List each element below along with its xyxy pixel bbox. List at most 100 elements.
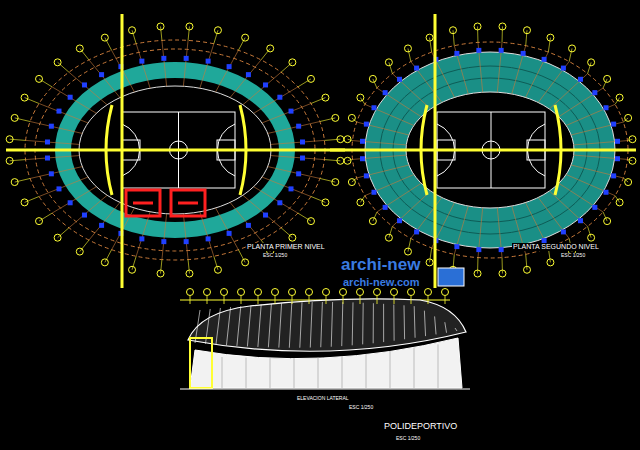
grid-bubble — [272, 289, 279, 296]
radial-line — [254, 187, 298, 213]
column-mark — [397, 218, 402, 223]
red-box-detail — [133, 202, 153, 205]
grid-bubble — [289, 59, 296, 66]
axis-arc — [240, 105, 246, 195]
column-mark — [206, 59, 211, 64]
grid-bubble — [21, 94, 28, 101]
grid-bubble — [307, 218, 314, 225]
facade-mullion — [222, 357, 223, 388]
grid-bubble — [289, 289, 296, 296]
radial-line — [39, 104, 88, 123]
drawing-label: PLANTA PRIMER NIVEL — [246, 243, 326, 251]
grid-bubble — [547, 259, 554, 266]
grid-bubble — [604, 75, 611, 82]
grid-bubble — [449, 27, 456, 34]
column-mark — [246, 223, 251, 228]
elevation-grid-tick — [309, 296, 310, 304]
grid-bubble — [426, 259, 433, 266]
roof-rib — [455, 328, 457, 331]
radial-line — [268, 167, 320, 179]
bubble-leader — [80, 48, 89, 59]
column-mark — [227, 64, 232, 69]
column-mark — [277, 200, 282, 205]
column-mark — [454, 51, 459, 56]
grid-bubble — [267, 45, 274, 52]
grid-bubble — [369, 218, 376, 225]
grid-bubble — [332, 114, 339, 121]
drawing-label: archi-new.com — [342, 276, 421, 288]
column-mark — [360, 156, 365, 161]
grid-bubble — [307, 75, 314, 82]
red-box-detail — [178, 202, 198, 205]
grid-bubble — [547, 34, 554, 41]
column-mark — [615, 156, 620, 161]
facade-mullion — [342, 356, 343, 388]
axis-lines — [6, 14, 636, 288]
radial-line — [136, 44, 150, 88]
radial-line — [262, 104, 311, 123]
radial-line — [30, 167, 82, 179]
grid-bubble — [242, 34, 249, 41]
roof-rib — [383, 304, 384, 342]
bubble-leader — [477, 26, 478, 42]
bubble-leader — [324, 139, 340, 140]
bubble-leader — [58, 228, 69, 238]
radial-line — [538, 198, 569, 239]
radial-line — [357, 122, 409, 135]
grid-bubble — [442, 289, 449, 296]
drawing-title: POLIDEPORTIVO — [383, 422, 458, 432]
grid-bubble — [348, 114, 355, 121]
grid-bubble — [625, 114, 632, 121]
logo — [438, 268, 464, 286]
roof-rib — [289, 303, 291, 348]
grid-bubble — [348, 179, 355, 186]
radial-line — [268, 122, 320, 134]
grid-bubble — [36, 75, 43, 82]
radial-line — [411, 62, 442, 103]
radial-line — [262, 177, 311, 196]
elevation-grid-tick — [292, 296, 293, 304]
bubble-leader — [430, 248, 432, 263]
grid-bubble — [426, 34, 433, 41]
radial-line — [243, 195, 281, 228]
roof-structure — [195, 302, 457, 348]
bubble-leader — [453, 30, 454, 45]
grid-bubble — [499, 270, 506, 277]
column-mark — [371, 190, 376, 195]
radial-line — [183, 214, 188, 260]
roof-rib — [310, 302, 312, 347]
column-mark — [521, 51, 526, 56]
column-mark — [499, 247, 504, 252]
facade-mullion — [390, 351, 391, 388]
column-mark — [296, 124, 301, 129]
radial-line — [525, 203, 548, 248]
column-mark — [476, 247, 481, 252]
bubble-leader — [502, 26, 503, 42]
radial-line — [392, 191, 430, 226]
grid-bubble — [21, 199, 28, 206]
grid-bubble — [214, 27, 221, 34]
grid-bubble — [408, 289, 415, 296]
grid-bubble — [6, 157, 13, 164]
roof-rib — [279, 303, 282, 347]
roof-rib — [300, 302, 302, 347]
elevation-grid-tick — [360, 296, 361, 304]
radial-line — [39, 177, 88, 196]
radial-line — [136, 212, 150, 256]
grid-bubble — [391, 289, 398, 296]
grid-bubble — [344, 136, 351, 143]
roof-rib — [331, 302, 332, 347]
grid-bubble — [425, 289, 432, 296]
facade-mullion — [414, 348, 415, 388]
grid-bubble — [374, 289, 381, 296]
radial-line — [243, 72, 281, 105]
grid-bubble — [255, 289, 262, 296]
elevation-grid-tick — [241, 296, 242, 304]
roof-rib — [435, 316, 436, 334]
grid-bubble — [357, 289, 364, 296]
radial-line — [571, 165, 623, 178]
roof-rib — [216, 308, 220, 345]
highlight-boxes — [126, 190, 205, 216]
bubble-leader — [10, 139, 26, 140]
column-mark — [296, 171, 301, 176]
